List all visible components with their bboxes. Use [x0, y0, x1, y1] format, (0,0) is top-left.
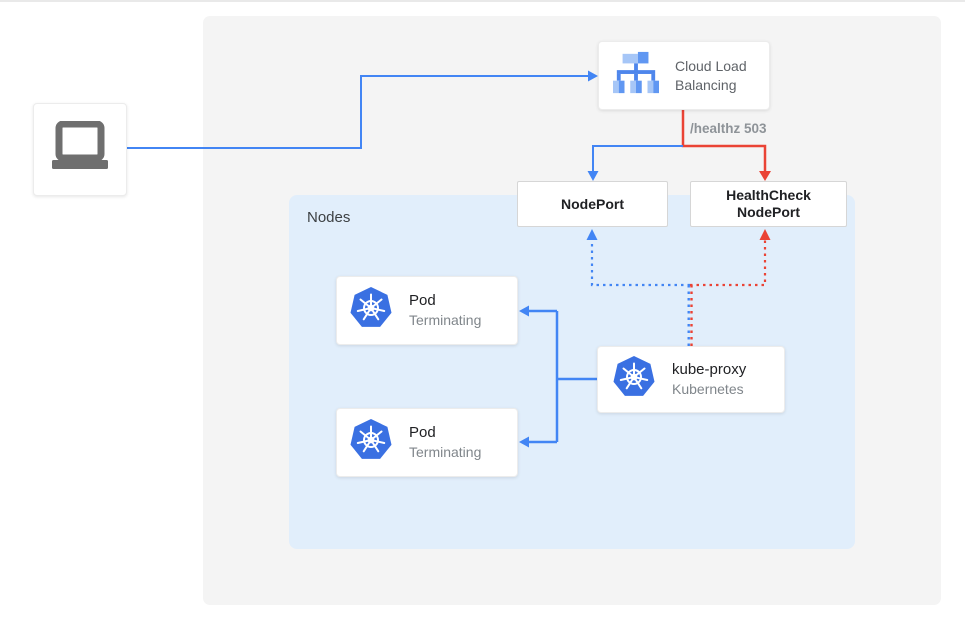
pod-1-status: Terminating: [409, 312, 482, 328]
healthz-status-label: /healthz 503: [690, 121, 767, 136]
healthcheck-nodeport-node: HealthCheck NodePort: [690, 181, 847, 227]
kube-proxy-title: kube-proxy: [672, 361, 747, 378]
client-node: [33, 103, 127, 196]
page-top-divider: [0, 0, 965, 2]
kubernetes-icon: [349, 286, 393, 335]
kube-proxy-subtitle: Kubernetes: [672, 381, 744, 397]
nodeport-node: NodePort: [517, 181, 668, 227]
kube-proxy-text: kube-proxy Kubernetes: [672, 360, 746, 399]
kubernetes-icon: [349, 418, 393, 467]
healthcheck-nodeport-label: HealthCheck NodePort: [726, 187, 811, 220]
kubernetes-icon: [612, 355, 656, 404]
pod-2-status: Terminating: [409, 444, 482, 460]
cloud-load-balancing-node: Cloud Load Balancing: [598, 41, 770, 110]
nodeport-label: NodePort: [561, 196, 624, 212]
cloud-load-balancing-label: Cloud Load Balancing: [675, 57, 747, 93]
load-balancer-icon: [611, 50, 661, 101]
nodes-container-label: Nodes: [307, 209, 351, 226]
kube-proxy-node: kube-proxy Kubernetes: [597, 346, 785, 413]
pod-2-title: Pod: [409, 424, 436, 441]
pod-1-text: Pod Terminating: [409, 291, 481, 330]
laptop-icon: [49, 120, 111, 178]
pod-2-node: Pod Terminating: [336, 408, 518, 477]
pod-1-title: Pod: [409, 292, 436, 309]
pod-1-node: Pod Terminating: [336, 276, 518, 345]
pod-2-text: Pod Terminating: [409, 423, 481, 462]
